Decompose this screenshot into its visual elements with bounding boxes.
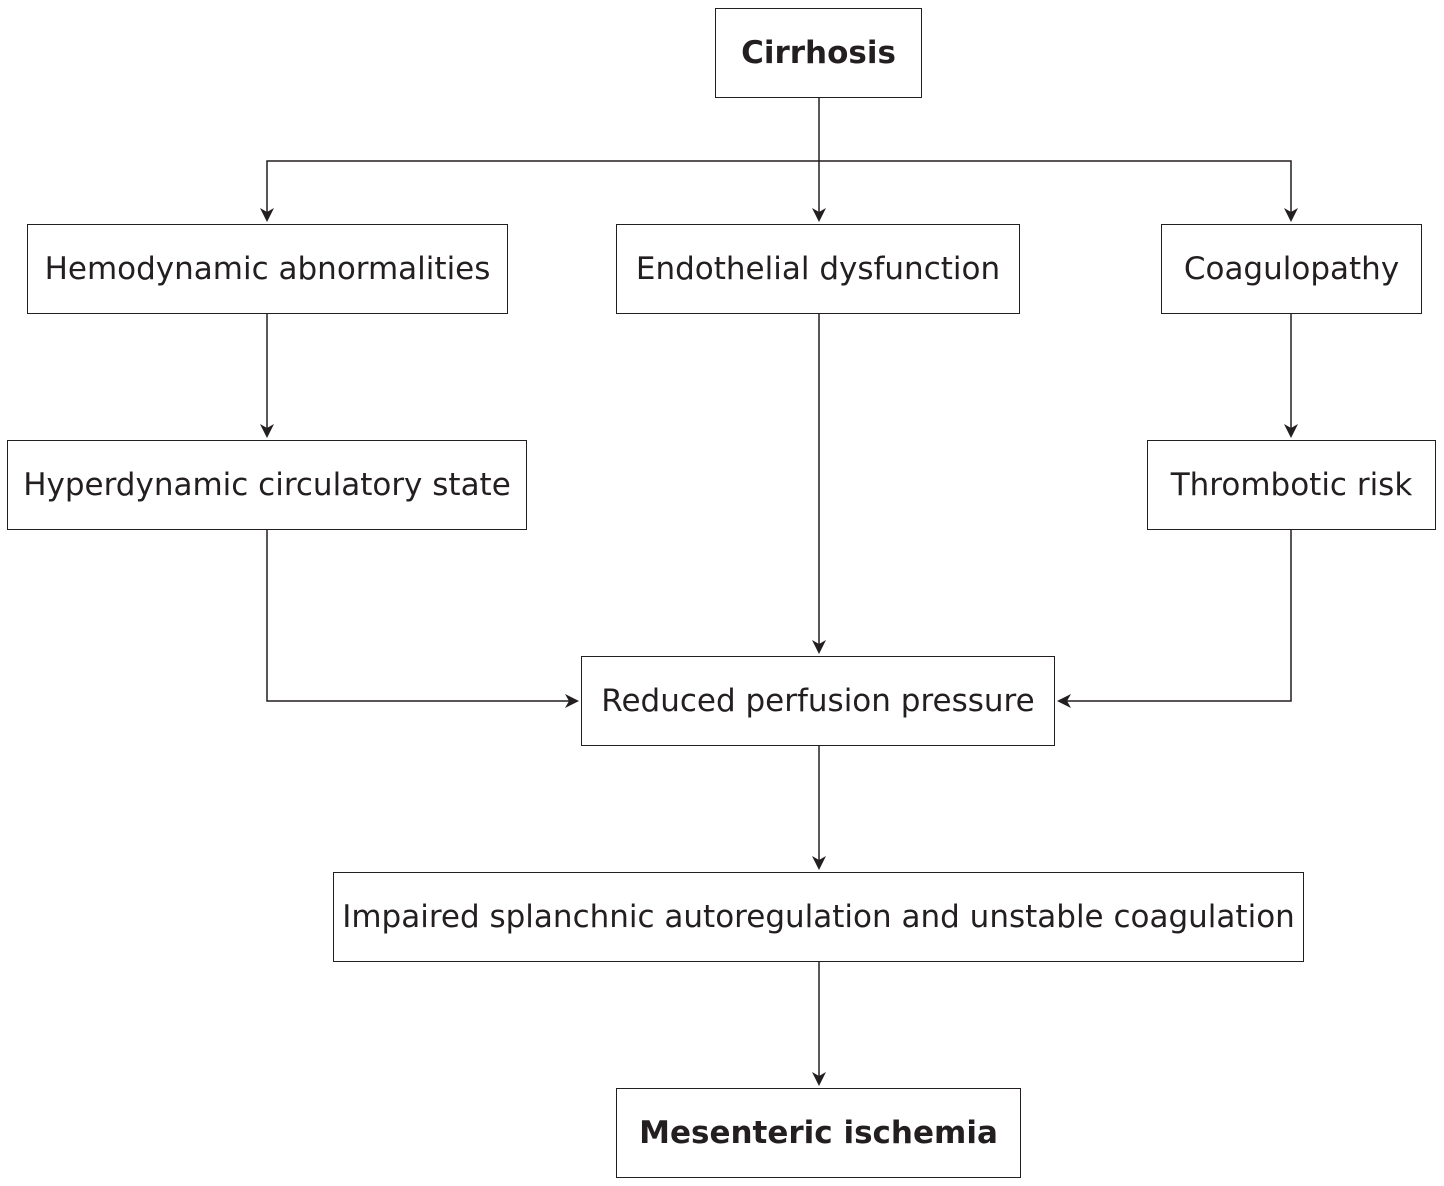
node-mesenteric-ischemia-label: Mesenteric ischemia <box>639 1115 998 1151</box>
node-hemodynamic-abnormalities: Hemodynamic abnormalities <box>27 224 508 314</box>
node-reduced-perfusion-label: Reduced perfusion pressure <box>601 683 1035 719</box>
node-coagulopathy: Coagulopathy <box>1161 224 1422 314</box>
node-thrombotic-risk: Thrombotic risk <box>1147 440 1436 530</box>
node-endothelial-dysfunction: Endothelial dysfunction <box>616 224 1020 314</box>
node-reduced-perfusion: Reduced perfusion pressure <box>581 656 1055 746</box>
node-endothelial-dysfunction-label: Endothelial dysfunction <box>635 251 1001 287</box>
node-coagulopathy-label: Coagulopathy <box>1183 251 1400 287</box>
edge-hyperdynamic-to-reduced <box>266 530 579 708</box>
node-cirrhosis-label: Cirrhosis <box>741 35 896 71</box>
edge-thrombotic-to-reduced <box>1057 530 1292 708</box>
node-thrombotic-risk-label: Thrombotic risk <box>1170 467 1413 503</box>
node-hyperdynamic-state-label: Hyperdynamic circulatory state <box>23 467 511 503</box>
edge-cirrhosis-to-hemodynamic <box>260 160 819 222</box>
node-hyperdynamic-state: Hyperdynamic circulatory state <box>7 440 527 530</box>
node-impaired-autoregulation: Impaired splanchnic autoregulation and u… <box>333 872 1304 962</box>
node-cirrhosis: Cirrhosis <box>715 8 922 98</box>
edge-cirrhosis-to-coagulopathy <box>819 160 1298 222</box>
node-impaired-autoregulation-label: Impaired splanchnic autoregulation and u… <box>342 899 1295 935</box>
node-mesenteric-ischemia: Mesenteric ischemia <box>616 1088 1021 1178</box>
node-hemodynamic-abnormalities-label: Hemodynamic abnormalities <box>44 251 491 287</box>
